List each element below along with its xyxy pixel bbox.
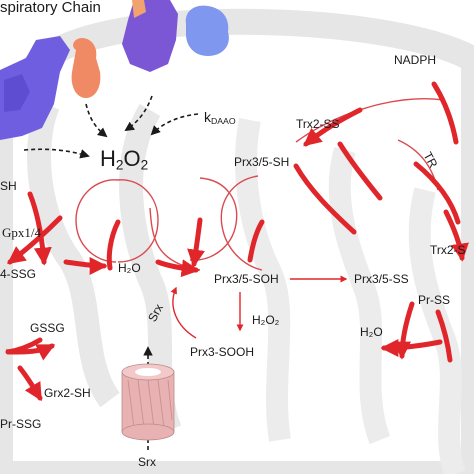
respiratory-chain-title: spiratory Chain (0, 0, 101, 16)
sh-left-label: SH (0, 179, 17, 193)
grx2-label: Grx2-SH (44, 386, 91, 400)
thick-red-arrows (5, 81, 469, 402)
prx-ss-label: Prx3/5-SS (354, 272, 409, 286)
h2o-right-label: H₂O (360, 325, 383, 339)
pr-ss-label: Pr-SS (418, 293, 451, 307)
complex-iii-icon (122, 0, 178, 72)
srx-channel-icon (121, 363, 175, 441)
complex-iv-icon (185, 5, 229, 56)
prx-soh-label: Prx3/5-SOH (214, 272, 279, 286)
prx-sooh-label: Prx3-SOOH (190, 345, 255, 359)
complex-i-icon (0, 36, 70, 140)
trx2-right-label: Trx2-S (430, 243, 466, 257)
trx2-ss-label: Trx2-SS (296, 117, 340, 131)
h2o2-main-label: H2O2 (100, 146, 149, 173)
gssg-label: GSSG (30, 321, 65, 335)
prx-sh-label: Prx3/5-SH (234, 155, 290, 169)
ssg-left-label: 4-SSG (0, 267, 37, 281)
h2o2-small-label: H₂O₂ (252, 313, 280, 327)
complex-ii-icon (71, 38, 101, 98)
h2o-center-label: H₂O (118, 261, 141, 275)
srx-bottom-label: Srx (138, 455, 156, 469)
pr-ssg-label: Pr-SSG (0, 417, 42, 431)
kdaao-label: kDAAO (204, 109, 236, 127)
thin-red-arrows (170, 275, 348, 339)
mitochondrion-membrane (0, 8, 474, 474)
gpx-label: Gpx1/4 (2, 225, 41, 240)
nadph-label: NADPH (394, 53, 437, 67)
